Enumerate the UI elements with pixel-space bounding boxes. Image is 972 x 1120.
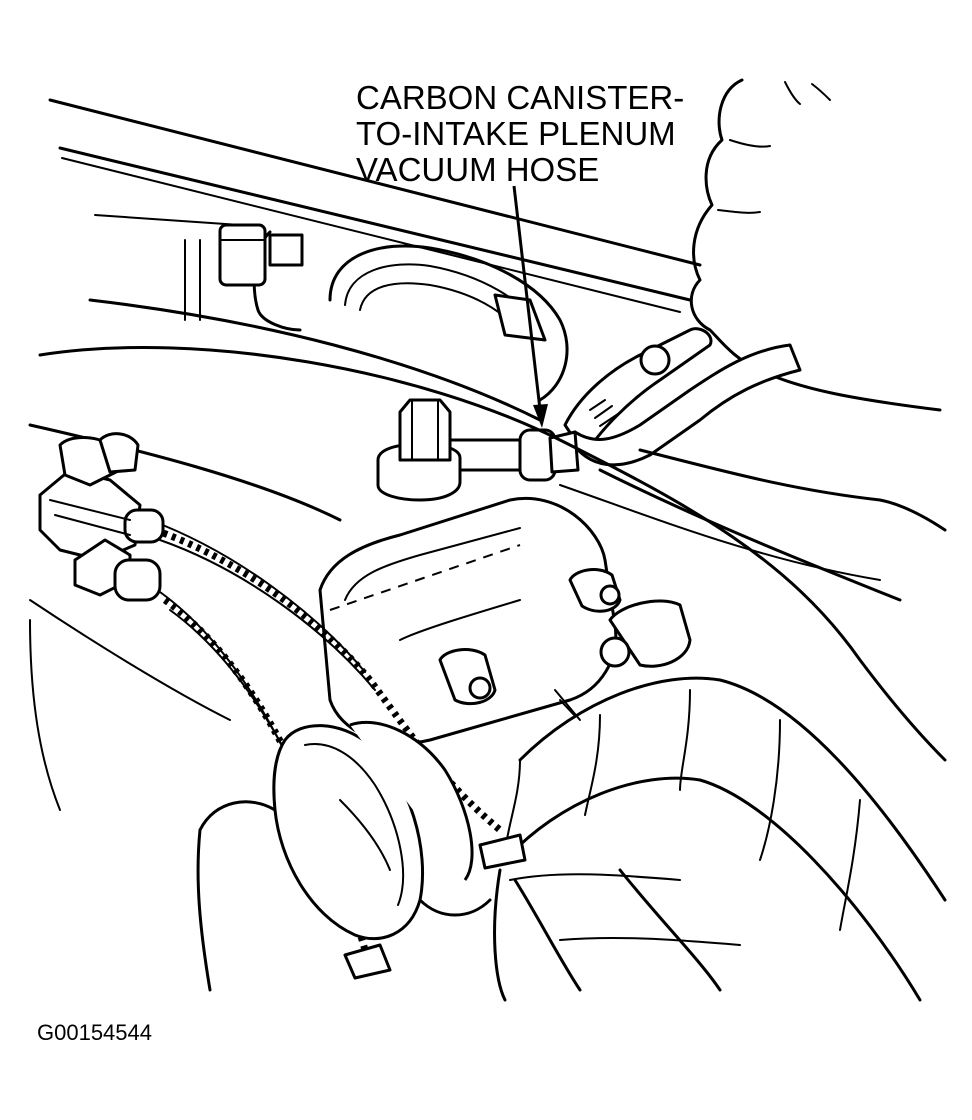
callout-leader: [512, 185, 548, 428]
cowl-panel: [48, 98, 702, 313]
mounting-bracket: [554, 599, 692, 721]
callout-line-3: VACUUM HOSE: [356, 151, 600, 188]
pliers: [563, 327, 802, 467]
hand: [689, 78, 942, 412]
intake-hose: [503, 676, 947, 1002]
callout-line-1: CARBON CANISTER-: [356, 79, 685, 116]
throttle-pulley: [272, 720, 474, 980]
air-duct: [28, 298, 947, 762]
callout-label: CARBON CANISTER- TO-INTAKE PLENUM VACUUM…: [356, 80, 716, 188]
vacuum-port: [376, 398, 462, 502]
figure-id: G00154544: [37, 1020, 152, 1045]
bracket-fitting: [184, 223, 304, 321]
cable-fittings: [38, 432, 165, 602]
callout-line-2: TO-INTAKE PLENUM: [356, 115, 676, 152]
lower-housing: [29, 619, 527, 1002]
throttle-body: [318, 497, 622, 745]
